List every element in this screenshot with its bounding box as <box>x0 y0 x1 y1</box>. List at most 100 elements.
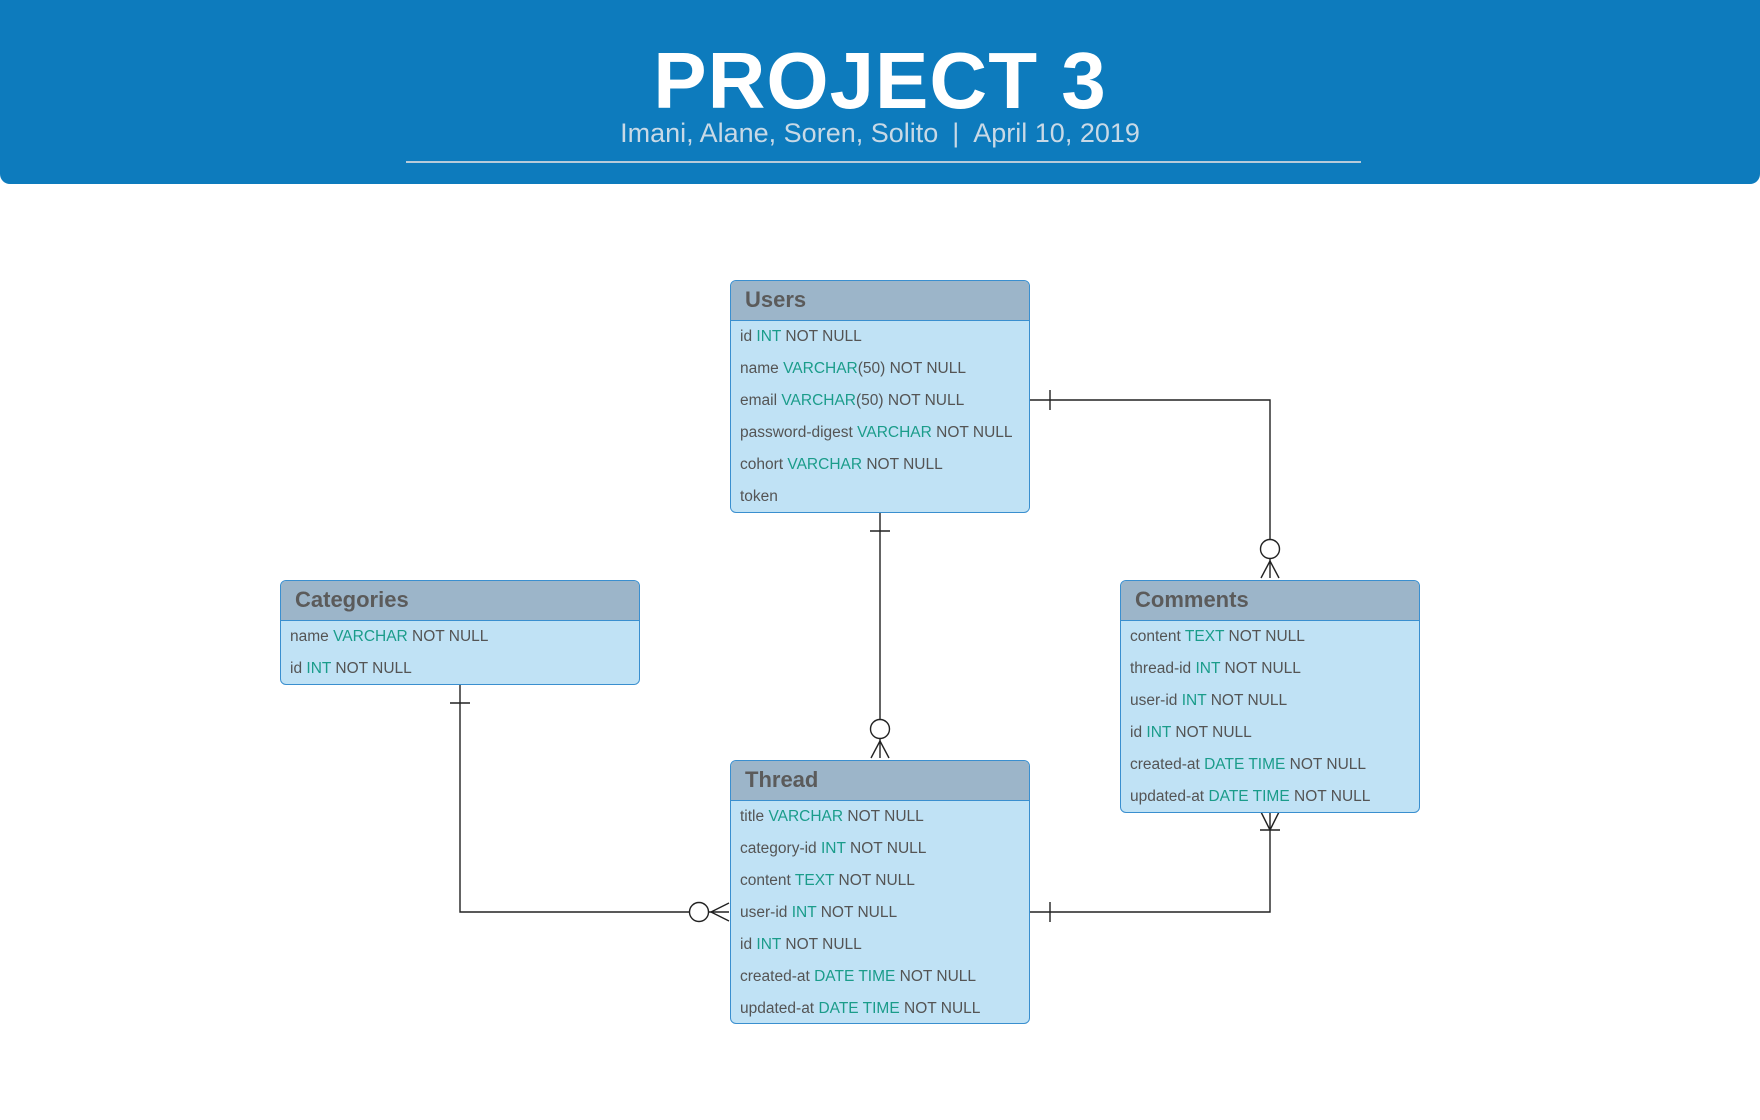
field-name: password-digest <box>740 424 853 441</box>
field-name: created-at <box>1130 756 1200 773</box>
field-row: title VARCHAR NOT NULL <box>731 801 1029 833</box>
field-type: DATE TIME <box>1208 788 1290 805</box>
field-name: title <box>740 808 765 825</box>
field-type: INT <box>306 660 332 677</box>
field-constraint: NOT NULL <box>785 936 862 953</box>
thread-crowfoot-top <box>710 902 730 913</box>
comments-zero-marker <box>1259 538 1281 560</box>
field-name: category-id <box>740 840 817 857</box>
field-constraint: NOT NULL <box>866 456 943 473</box>
field-name: id <box>1130 724 1143 741</box>
field-type: DATE TIME <box>1204 756 1286 773</box>
field-name: created-at <box>740 968 810 985</box>
field-constraint: NOT NULL <box>1294 788 1371 805</box>
field-name: email <box>740 392 778 409</box>
field-name: updated-at <box>740 1000 815 1017</box>
field-type: DATE TIME <box>818 1000 900 1017</box>
field-type: INT <box>1195 660 1221 677</box>
thread-comments-line <box>1030 812 1271 913</box>
thread-zero-marker-2 <box>688 901 710 923</box>
field-type: VARCHAR <box>783 360 858 377</box>
entity-title: Users <box>731 281 1029 321</box>
field-constraint: NOT NULL <box>1228 628 1305 645</box>
comments-crowfoot-left <box>1260 560 1271 579</box>
thread-crowfoot-right <box>879 740 890 759</box>
field-row: created-at DATE TIME NOT NULL <box>1121 749 1419 781</box>
field-type: INT <box>1181 692 1207 709</box>
field-name: id <box>740 936 753 953</box>
authors-text: Imani, Alane, Soren, Solito <box>620 118 939 148</box>
field-row: created-at DATE TIME NOT NULL <box>731 961 1029 993</box>
field-constraint: NOT NULL <box>1210 692 1288 709</box>
page-title: PROJECT 3 <box>653 36 1107 125</box>
comments-crowfoot-right-2 <box>1269 811 1280 831</box>
field-type: INT <box>791 904 817 921</box>
field-row: content TEXT NOT NULL <box>1121 621 1419 653</box>
field-constraint: NOT NULL <box>412 628 489 645</box>
field-name: content <box>1130 628 1181 645</box>
field-constraint: (50) NOT NULL <box>857 360 966 377</box>
field-constraint: NOT NULL <box>904 1000 981 1017</box>
categories-thread-relationship <box>450 683 730 923</box>
entity-categories[interactable]: Categories name VARCHAR NOT NULL id INT N… <box>280 580 640 685</box>
subtitle: Imani, Alane, Soren, Solito | April 10, 20… <box>0 116 1760 150</box>
field-row: cohort VARCHAR NOT NULL <box>731 449 1029 481</box>
field-constraint: NOT NULL <box>838 872 915 889</box>
field-name: name <box>290 628 329 645</box>
field-name: id <box>740 328 753 345</box>
field-type: INT <box>756 936 782 953</box>
thread-crowfoot-left <box>870 740 881 759</box>
subtitle-separator: | <box>952 118 960 148</box>
title-underline <box>406 161 1361 163</box>
field-name: updated-at <box>1130 788 1205 805</box>
field-type: VARCHAR <box>781 392 856 409</box>
field-row: name VARCHAR NOT NULL <box>281 621 639 653</box>
field-type: VARCHAR <box>857 424 932 441</box>
field-constraint: NOT NULL <box>335 660 412 677</box>
entity-title: Thread <box>731 761 1029 801</box>
field-constraint: NOT NULL <box>936 424 1013 441</box>
field-row: thread-id INT NOT NULL <box>1121 653 1419 685</box>
thread-crowfoot-bottom <box>710 911 730 922</box>
field-row: user-id INT NOT NULL <box>731 897 1029 929</box>
users-thread-relationship <box>869 511 891 759</box>
field-type: TEXT <box>1184 628 1225 645</box>
field-row: password-digest VARCHAR NOT NULL <box>731 417 1029 449</box>
comments-crowfoot-right <box>1269 560 1280 579</box>
field-list: name VARCHAR NOT NULL id INT NOT NULL <box>281 621 639 684</box>
field-constraint: NOT NULL <box>785 328 862 345</box>
thread-comments-relationship <box>1030 811 1280 922</box>
entity-title: Categories <box>281 581 639 621</box>
field-name: user-id <box>1130 692 1178 709</box>
field-row: updated-at DATE TIME NOT NULL <box>731 993 1029 1023</box>
categories-thread-line <box>459 683 729 913</box>
date-text: April 10, 2019 <box>973 118 1140 148</box>
entity-title: Comments <box>1121 581 1419 621</box>
field-row: category-id INT NOT NULL <box>731 833 1029 865</box>
field-type: INT <box>756 328 782 345</box>
comments-crowfoot-left-2 <box>1260 811 1271 831</box>
field-constraint: NOT NULL <box>1224 660 1301 677</box>
field-type: INT <box>821 840 846 857</box>
field-row: updated-at DATE TIME NOT NULL <box>1121 781 1419 812</box>
field-name: name <box>740 360 779 377</box>
field-type: TEXT <box>794 872 835 889</box>
field-constraint: NOT NULL <box>850 840 927 857</box>
field-row: content TEXT NOT NULL <box>731 865 1029 897</box>
title-banner: PROJECT 3 Imani, Alane, Soren, Solito | Ap… <box>0 0 1760 184</box>
field-type: INT <box>1146 724 1172 741</box>
field-row: id INT NOT NULL <box>731 321 1029 353</box>
field-type: VARCHAR <box>768 808 844 825</box>
field-row: email VARCHAR(50) NOT NULL <box>731 385 1029 417</box>
field-row: name VARCHAR(50) NOT NULL <box>731 353 1029 385</box>
field-name: id <box>290 660 303 677</box>
field-name: cohort <box>740 456 784 473</box>
field-name: token <box>740 488 778 505</box>
field-type: VARCHAR <box>787 456 863 473</box>
